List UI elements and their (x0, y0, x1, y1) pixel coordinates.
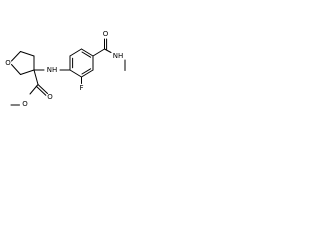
bond-o-c2 (11, 64, 21, 75)
amide-nh-label: NH (113, 52, 124, 60)
amide-oxygen-label: O (103, 30, 109, 38)
ring-oxygen-label: O (5, 59, 11, 67)
bond-c3-ester-c (33, 69, 39, 85)
bond-ester-c-o-double-1 (37, 84, 48, 94)
atom-labels: O NH O O F O NH (5, 30, 123, 108)
bond-ring-amide-c (92, 48, 105, 57)
bond-ester-c-o-single (29, 84, 39, 95)
bond-ring-inner-3 (81, 51, 92, 58)
bond-ring-inner-2 (81, 68, 92, 75)
bond-amide-c-n (104, 48, 112, 53)
bond-ring-5 (69, 48, 82, 57)
amine-nh-label: NH (47, 66, 58, 74)
bond-c5-o (11, 51, 21, 62)
bonds (10, 38, 126, 106)
ester-oxygen-label: O (22, 100, 28, 108)
bond-ring-4 (81, 48, 94, 57)
fluorine-label: F (79, 84, 83, 92)
structure-diagram: O NH O O F O NH (5, 30, 126, 108)
bond-ester-c-o-double-2 (35, 85, 47, 96)
bond-ring-1 (69, 69, 82, 78)
bond-c4-c5 (20, 51, 35, 57)
ester-carbonyl-oxygen-label: O (47, 93, 53, 101)
bond-c2-c3 (20, 69, 35, 75)
bond-ring-2 (81, 69, 94, 78)
